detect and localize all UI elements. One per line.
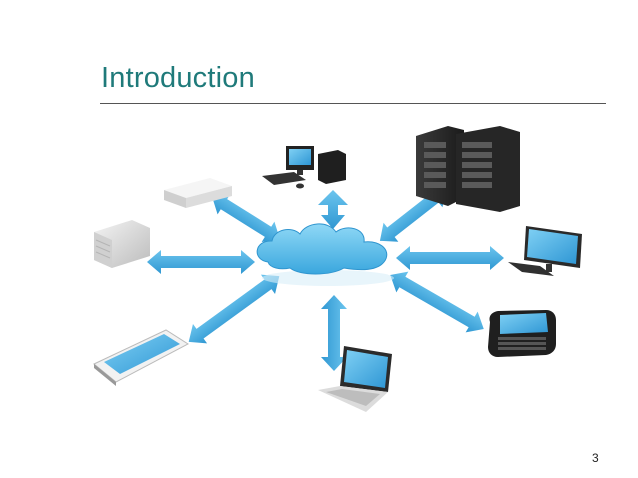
monitor-keyboard-icon [508,226,582,276]
router-icon [164,178,232,208]
arrow-to-smartphone [188,274,280,344]
slide-title: Introduction [101,62,255,94]
desktop-computer-icon [262,146,346,189]
tower-server-icon [94,220,150,268]
cloud-icon [256,223,394,286]
arrow-to-monitor [396,246,504,270]
arrow-to-qwerty-phone [390,271,484,333]
smartphone-qwerty-icon [488,310,556,357]
server-rack-icon [416,126,520,212]
arrow-to-tower-server [147,250,255,274]
page-number: 3 [592,451,599,465]
title-divider [100,103,606,104]
laptop-icon [318,346,392,412]
arrow-to-desktop [318,190,348,229]
arrow-to-server-rack [379,188,447,242]
smartphone-icon [93,329,189,386]
arrow-to-router [212,194,280,242]
arrow-to-laptop [321,295,347,371]
